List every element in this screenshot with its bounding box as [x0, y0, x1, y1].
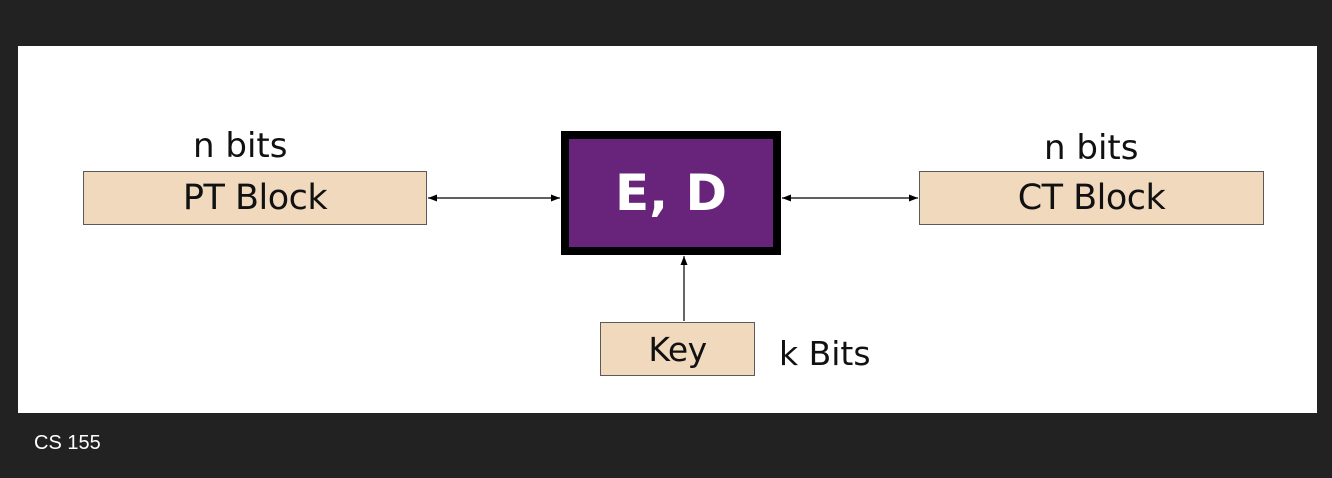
cipher-block: E, D: [561, 131, 781, 255]
key-block: Key: [600, 322, 755, 376]
ct-block: CT Block: [919, 171, 1264, 225]
ct-block-label: CT Block: [1017, 178, 1166, 218]
pt-block-label: PT Block: [182, 178, 328, 218]
pt-block: PT Block: [83, 171, 427, 225]
connector-arrows: [428, 194, 918, 321]
ct-bits-label: n bits: [1044, 128, 1139, 168]
key-label: Key: [648, 329, 707, 369]
slide: n bits PT Block E, D n bits CT Block Key…: [18, 46, 1317, 413]
key-bits-label: k Bits: [779, 334, 871, 373]
cipher-block-inner: E, D: [569, 139, 773, 247]
course-footer: CS 155: [34, 432, 101, 454]
cipher-label: E, D: [614, 164, 728, 222]
pt-bits-label: n bits: [193, 126, 288, 166]
